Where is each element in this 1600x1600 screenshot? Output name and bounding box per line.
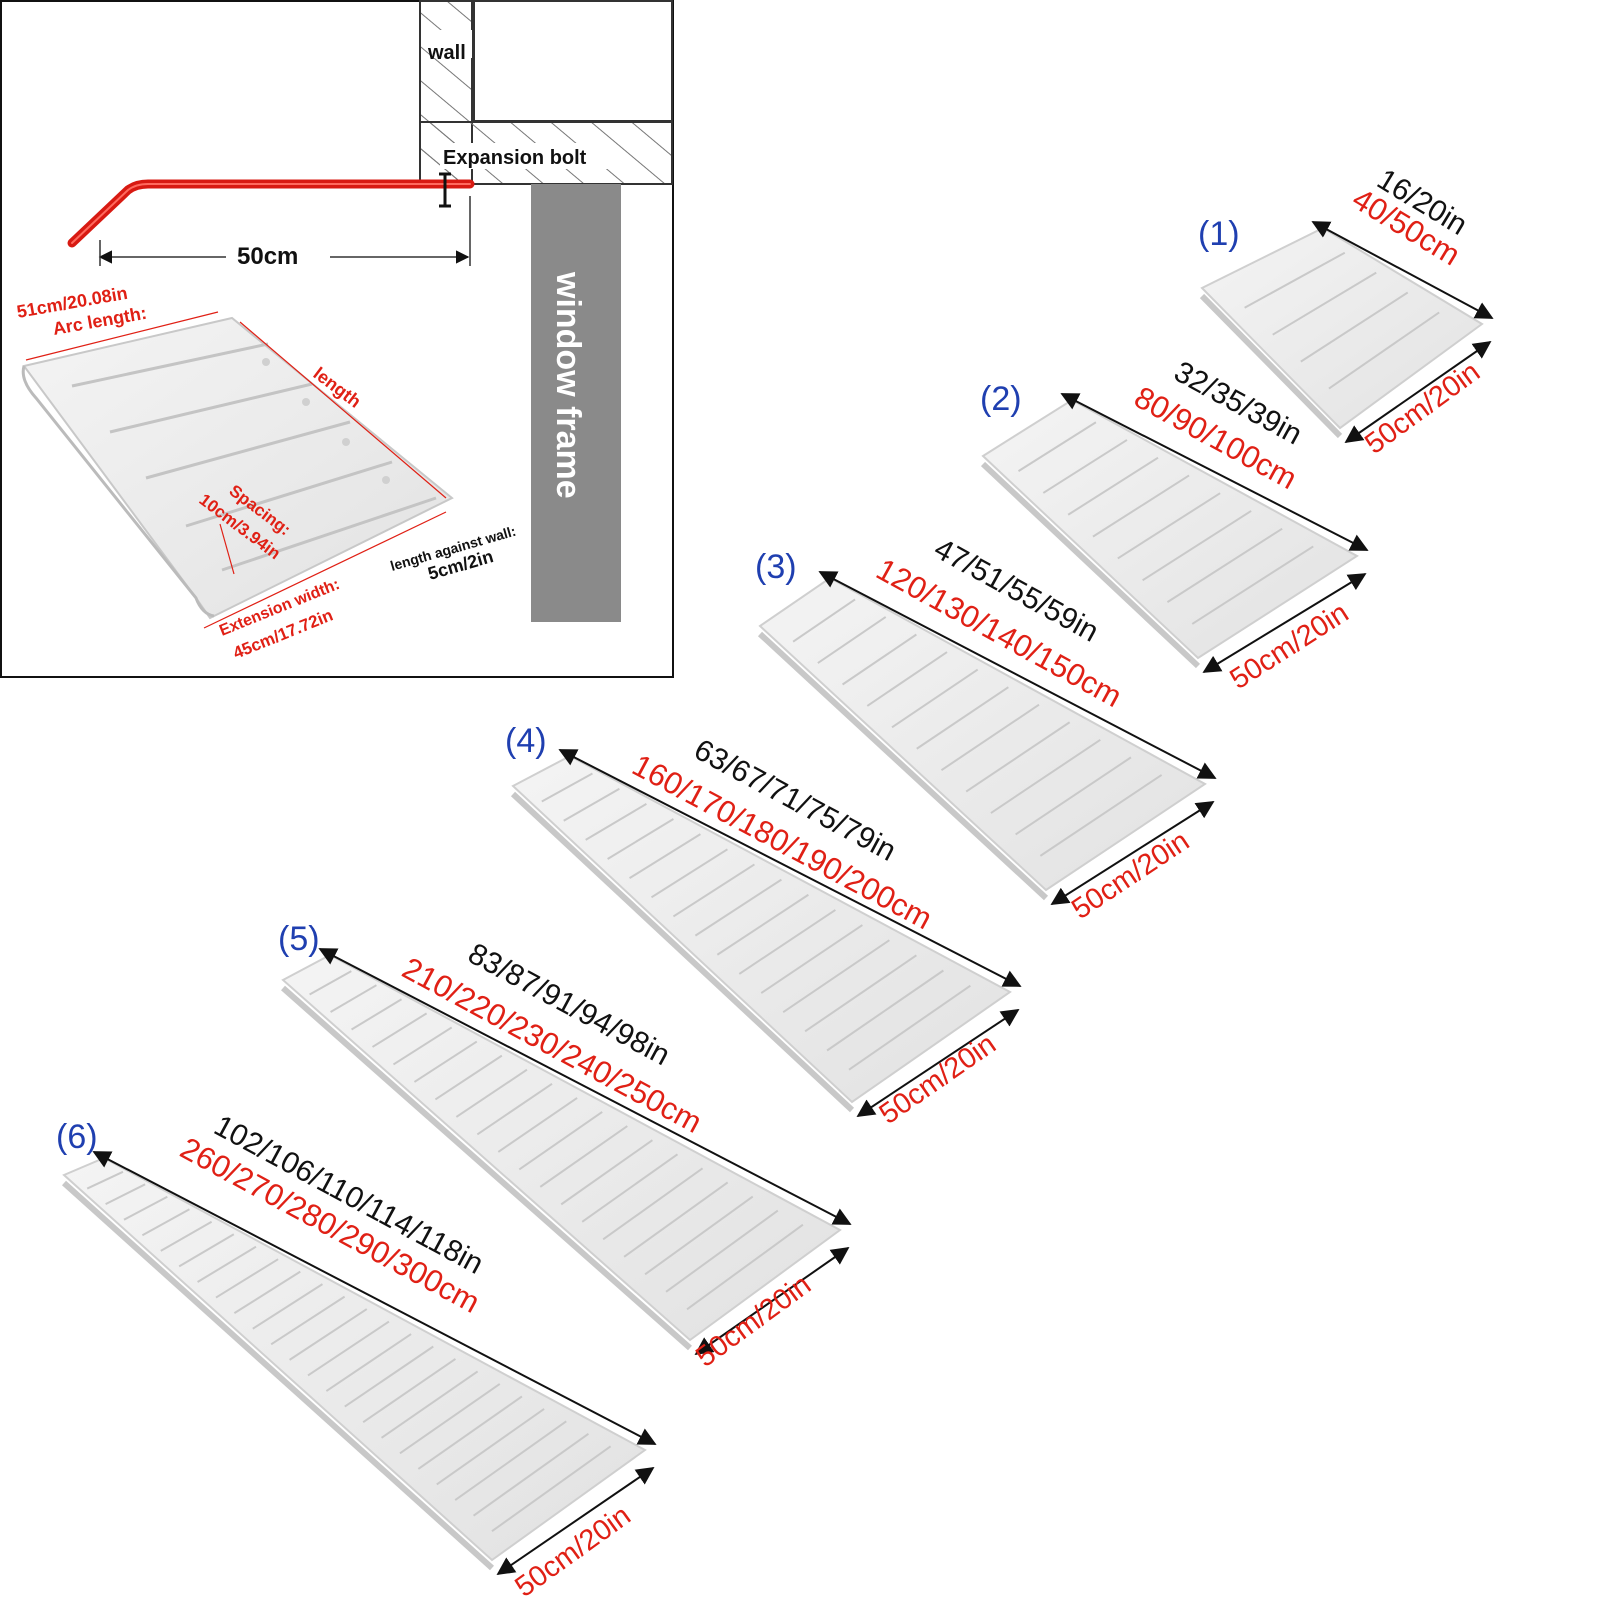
width-dimension-arrow <box>496 1466 655 1576</box>
width-dimension-arrow <box>1202 573 1367 673</box>
length-dimension-arrow <box>318 948 852 1225</box>
expansion-bolt-label: Expansion bolt <box>443 147 587 169</box>
installation-detail: wall Expansion bolt window frame 50cm <box>0 0 674 678</box>
size-index-label: (6) <box>56 1118 98 1156</box>
size-index-label: (1) <box>1198 215 1240 253</box>
size-index-label: (4) <box>505 722 547 760</box>
awning-panel <box>1200 226 1484 430</box>
width-dimension-arrow <box>856 1009 1020 1117</box>
length-dimension-arrow <box>818 571 1217 779</box>
window-frame-label: window frame <box>549 271 587 499</box>
length-dimension-arrow <box>92 1151 657 1445</box>
wall-label: wall <box>427 42 466 64</box>
width-dimension-arrow <box>694 1246 850 1356</box>
length-dimension-arrow <box>1060 393 1369 551</box>
depth-dimension <box>98 196 471 266</box>
depth-label: 50cm <box>237 243 298 270</box>
detail-panel <box>21 311 454 629</box>
size-index-label: (5) <box>278 920 320 958</box>
width-dimension-arrow <box>1050 801 1215 905</box>
length-dimension-arrow <box>558 749 1022 987</box>
size-index-label: (2) <box>980 380 1022 418</box>
size-index-label: (3) <box>755 548 797 586</box>
bolt-icon <box>439 172 451 208</box>
length-dimension-arrow <box>1311 221 1494 319</box>
window-frame-bar <box>531 184 621 622</box>
width-dimension-arrow <box>1344 340 1492 444</box>
